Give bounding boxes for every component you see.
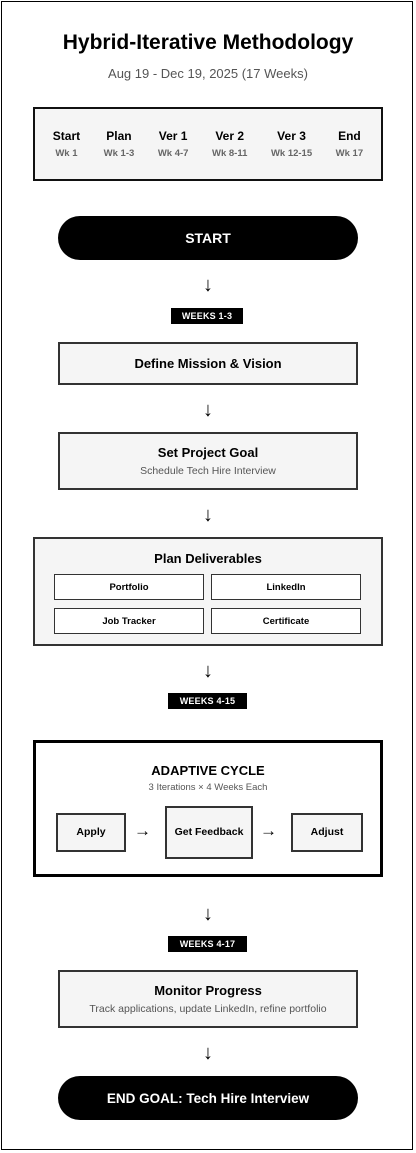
- deliverable-portfolio: Portfolio: [54, 574, 204, 600]
- mission-title: Define Mission & Vision: [134, 356, 282, 371]
- timeline-phase-label: End: [338, 129, 361, 143]
- deliverable-job-tracker: Job Tracker: [54, 608, 204, 634]
- timeline-phase-ver1: Ver 1 Wk 4-7: [158, 129, 189, 159]
- deliverables-title: Plan Deliverables: [154, 551, 262, 566]
- timeline-phase-ver3: Ver 3 Wk 12-15: [271, 129, 312, 159]
- start-node: START: [58, 216, 358, 260]
- timeline-phase-weeks: Wk 17: [335, 148, 364, 159]
- timeline-phase-weeks: Wk 1: [55, 148, 78, 159]
- timeline-phase-label: Ver 3: [277, 129, 306, 143]
- diagram-title: Hybrid-Iterative Methodology: [62, 31, 354, 54]
- goal-title: Set Project Goal: [157, 445, 259, 460]
- phase-tag-weeks-4-17: WEEKS 4-17: [168, 936, 247, 952]
- phase-tag-weeks-1-3: WEEKS 1-3: [171, 308, 243, 324]
- timeline-phase-end: End Wk 17: [336, 129, 363, 159]
- down-arrow-icon: ↓: [203, 399, 213, 421]
- timeline-phase-start: Start Wk 1: [53, 129, 80, 159]
- cycle-step-apply: Apply: [56, 813, 126, 852]
- right-arrow-icon: →: [134, 821, 151, 840]
- timeline-phase-weeks: Wk 4-7: [157, 148, 189, 159]
- down-arrow-icon: ↓: [203, 1042, 213, 1064]
- timeline-phase-ver2: Ver 2 Wk 8-11: [212, 129, 247, 159]
- timeline-phase-weeks: Wk 1-3: [103, 148, 135, 159]
- timeline-phase-weeks: Wk 8-11: [212, 148, 248, 159]
- deliverable-linkedin: LinkedIn: [211, 574, 361, 600]
- timeline-phase-plan: Plan Wk 1-3: [104, 129, 135, 159]
- cycle-subtitle: 3 Iterations × 4 Weeks Each: [148, 782, 268, 793]
- end-goal-node: END GOAL: Tech Hire Interview: [58, 1076, 358, 1120]
- cycle-title: ADAPTIVE CYCLE: [151, 763, 265, 778]
- mission-node: Define Mission & Vision: [58, 342, 358, 385]
- phase-tag-weeks-4-15: WEEKS 4-15: [168, 693, 247, 709]
- timeline-phase-label: Ver 1: [158, 129, 188, 143]
- goal-subtitle: Schedule Tech Hire Interview: [140, 465, 276, 477]
- monitor-subtitle: Track applications, update LinkedIn, ref…: [89, 1003, 327, 1015]
- timeline-phase-label: Start: [52, 129, 81, 143]
- cycle-step-adjust: Adjust: [291, 813, 363, 852]
- down-arrow-icon: ↓: [203, 504, 213, 526]
- down-arrow-icon: ↓: [203, 660, 213, 682]
- timeline-phase-label: Plan: [106, 129, 132, 143]
- down-arrow-icon: ↓: [203, 903, 213, 925]
- deliverables-node: Plan Deliverables Portfolio LinkedIn Job…: [33, 537, 383, 646]
- timeline-bar: Start Wk 1 Plan Wk 1-3 Ver 1 Wk 4-7 Ver …: [33, 107, 383, 181]
- diagram-subtitle: Aug 19 - Dec 19, 2025 (17 Weeks): [108, 66, 308, 81]
- monitor-title: Monitor Progress: [154, 983, 262, 998]
- cycle-step-get-feedback: Get Feedback: [165, 806, 253, 859]
- adaptive-cycle-node: ADAPTIVE CYCLE 3 Iterations × 4 Weeks Ea…: [33, 740, 383, 877]
- right-arrow-icon: →: [260, 821, 277, 840]
- timeline-phase-weeks: Wk 12-15: [270, 148, 313, 159]
- goal-node: Set Project Goal Schedule Tech Hire Inte…: [58, 432, 358, 490]
- deliverable-certificate: Certificate: [211, 608, 361, 634]
- monitor-node: Monitor Progress Track applications, upd…: [58, 970, 358, 1028]
- timeline-phase-label: Ver 2: [215, 129, 245, 143]
- down-arrow-icon: ↓: [203, 274, 213, 296]
